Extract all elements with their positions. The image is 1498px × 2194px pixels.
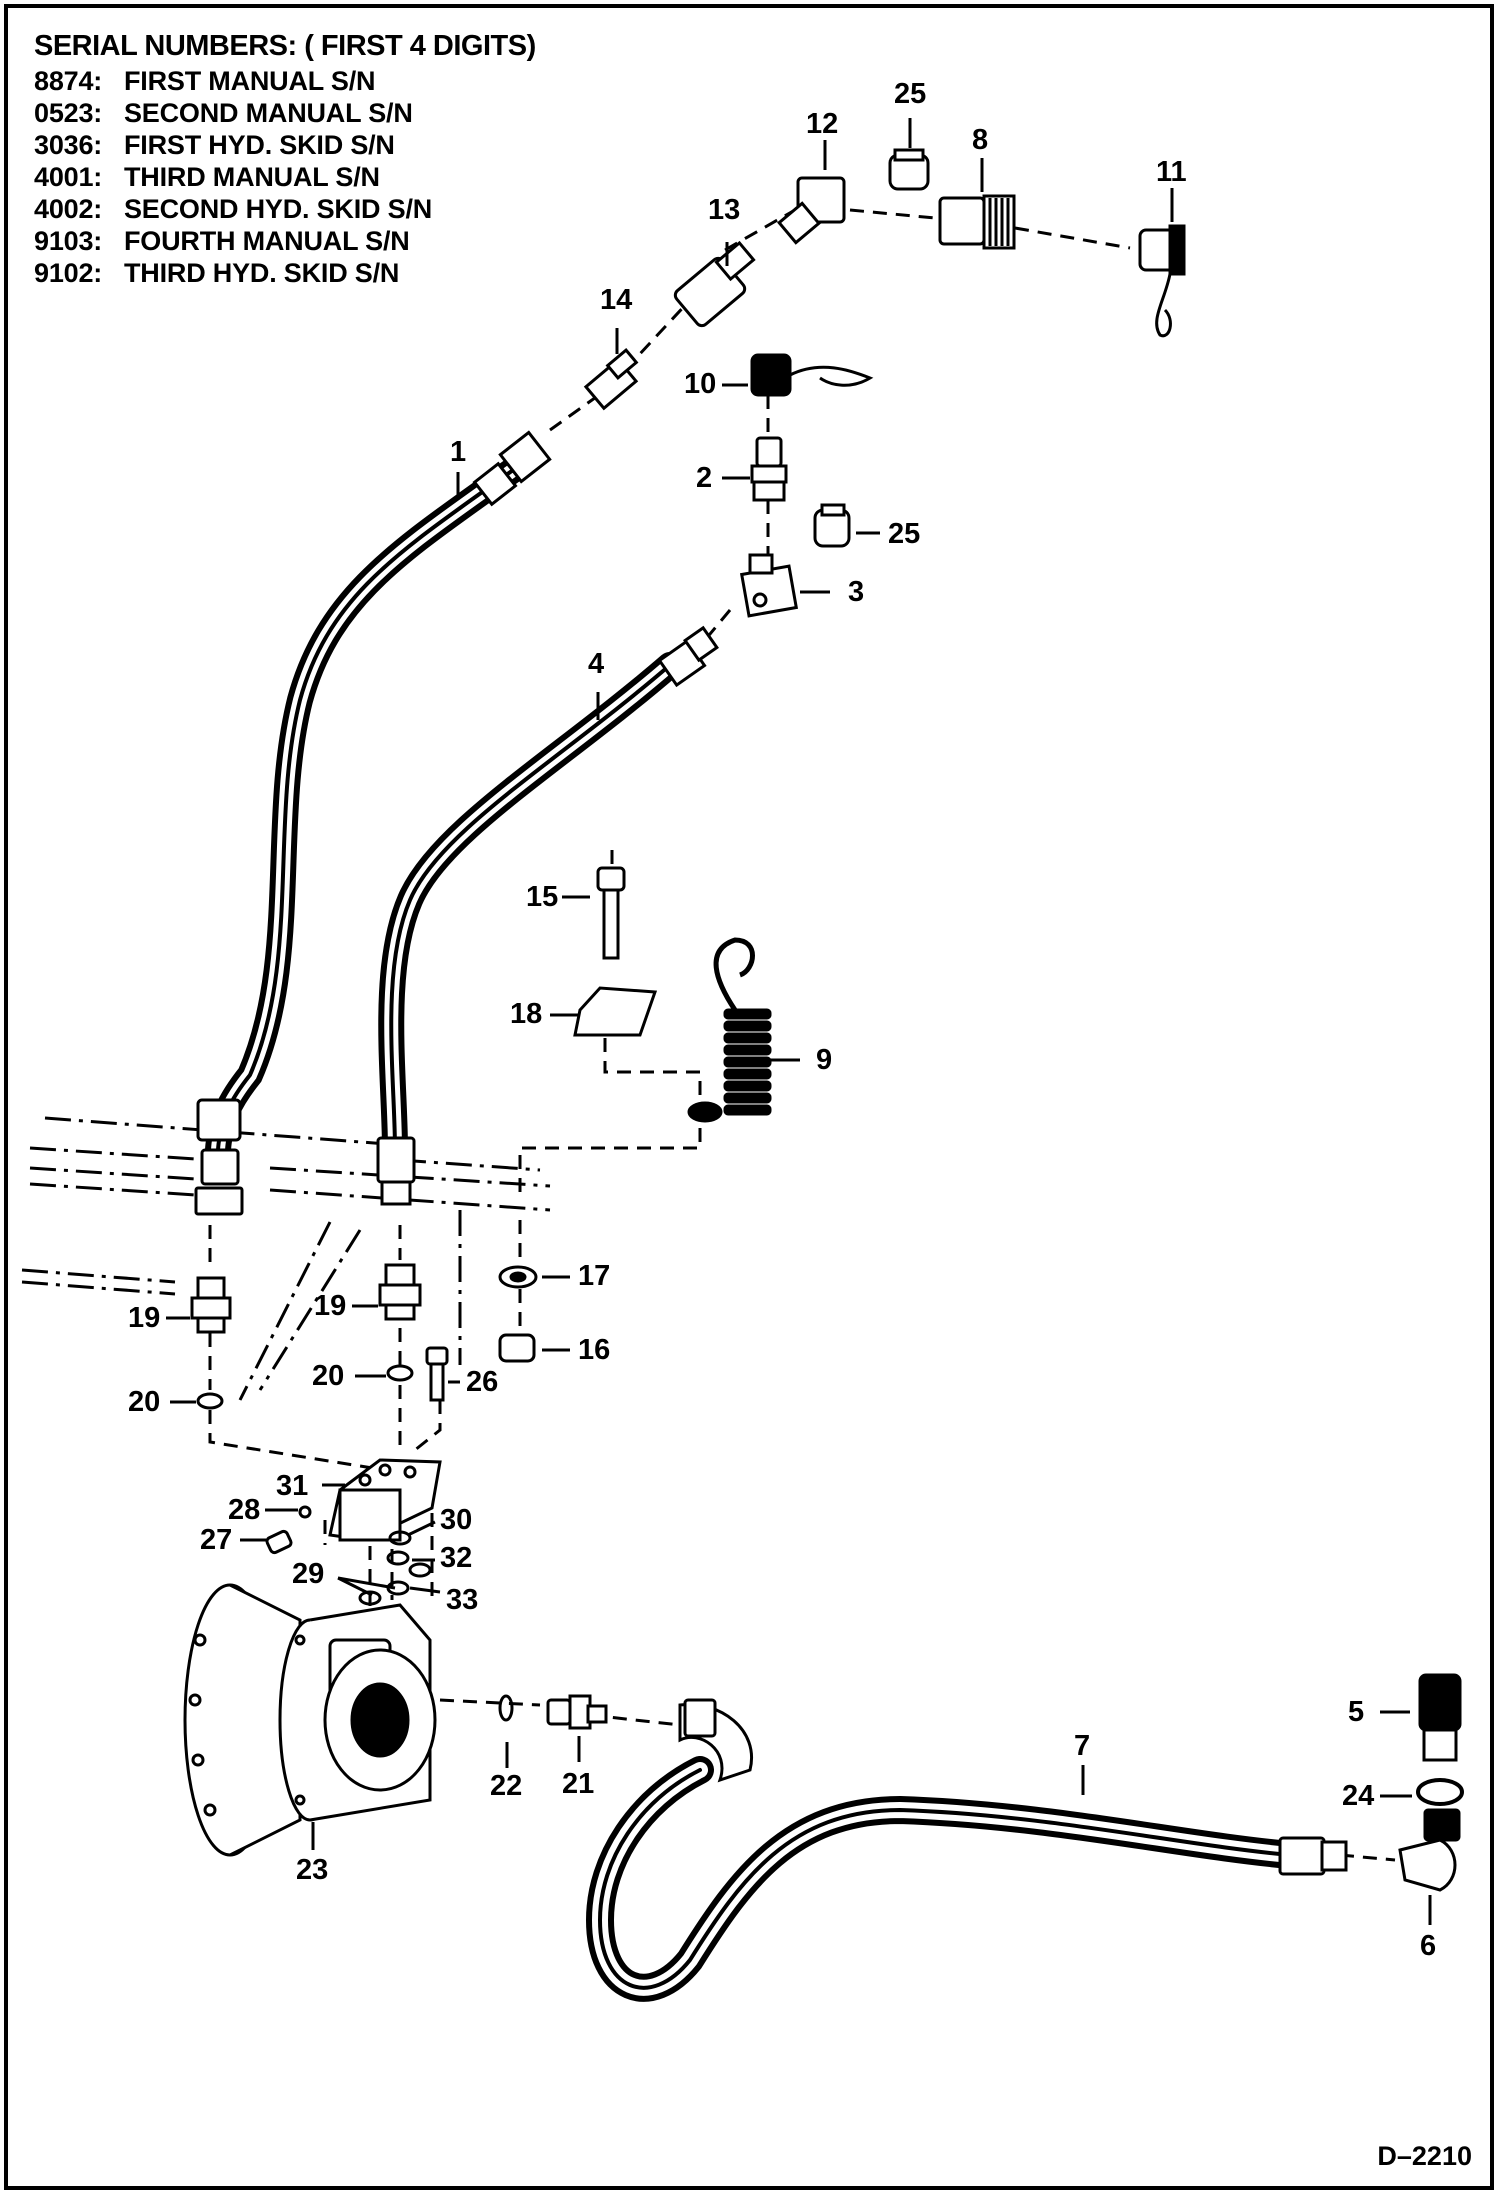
adapter-19-left — [190, 1276, 232, 1334]
cap-10 — [750, 353, 874, 397]
callout-5: 5 — [1348, 1696, 1365, 1728]
motor-23 — [183, 1583, 437, 1857]
cap-25-mid — [813, 503, 851, 548]
callout-32: 32 — [440, 1542, 473, 1574]
callout-20-left: 20 — [128, 1386, 161, 1418]
tee-3 — [739, 553, 799, 618]
drawing-id: D–2210 — [1377, 2141, 1472, 2171]
callout-16: 16 — [578, 1334, 611, 1366]
callout-15: 15 — [526, 881, 559, 913]
spring-9 — [687, 937, 772, 1123]
callout-3: 3 — [848, 576, 865, 608]
cap-11 — [1138, 224, 1186, 338]
callout-19-left: 19 — [128, 1302, 161, 1334]
legend-label: FIRST MANUAL S/N — [124, 66, 376, 96]
callout-1: 1 — [450, 436, 467, 468]
callout-30: 30 — [440, 1504, 473, 1536]
callout-31: 31 — [276, 1470, 309, 1502]
callout-6: 6 — [1420, 1930, 1437, 1962]
callout-27: 27 — [200, 1524, 233, 1556]
legend-title: SERIAL NUMBERS: ( FIRST 4 DIGITS) — [34, 30, 536, 62]
legend-row: 4001: THIRD MANUAL S/N — [34, 161, 536, 193]
callout-25-top: 25 — [894, 78, 927, 110]
callout-14: 14 — [600, 284, 633, 316]
hose-1-fittings — [194, 430, 552, 1216]
oring-24 — [1416, 1778, 1464, 1806]
callout-19-right: 19 — [314, 1290, 347, 1322]
callout-22: 22 — [490, 1770, 523, 1802]
legend-row: 4002: SECOND HYD. SKID S/N — [34, 193, 536, 225]
legend-code: 9103: — [34, 226, 103, 256]
adapter-19-right — [378, 1263, 422, 1321]
legend-label: SECOND MANUAL S/N — [124, 98, 413, 128]
legend-row: 8874: FIRST MANUAL S/N — [34, 65, 536, 97]
callout-2: 2 — [696, 462, 713, 494]
legend-label: THIRD HYD. SKID S/N — [124, 258, 400, 288]
serial-number-legend: SERIAL NUMBERS: ( FIRST 4 DIGITS) 8874: F… — [34, 30, 536, 289]
callout-25-mid: 25 — [888, 518, 921, 550]
legend-row: 3036: FIRST HYD. SKID S/N — [34, 129, 536, 161]
oring-22 — [498, 1694, 514, 1722]
page-border — [4, 4, 1494, 2190]
coupler-5 — [1418, 1673, 1462, 1762]
coupler-8 — [938, 194, 1016, 250]
legend-label: FOURTH MANUAL S/N — [124, 226, 410, 256]
callout-21: 21 — [562, 1768, 595, 1800]
nut-16 — [498, 1333, 536, 1363]
callout-20-right: 20 — [312, 1360, 345, 1392]
callout-24: 24 — [1342, 1780, 1375, 1812]
hose-4-fittings — [376, 625, 719, 1206]
washer-17 — [498, 1265, 538, 1289]
callout-26: 26 — [466, 1366, 499, 1398]
leader-lines — [166, 118, 1432, 1925]
callout-4: 4 — [588, 648, 605, 680]
hose-7 — [585, 1756, 1304, 2002]
callout-23: 23 — [296, 1854, 329, 1886]
hose-1 — [205, 452, 533, 1163]
frame-rails — [21, 1116, 551, 1401]
screw-27-28 — [265, 1505, 312, 1555]
oring-20 — [196, 1364, 414, 1410]
legend-code: 3036: — [34, 130, 103, 160]
legend-code: 9102: — [34, 258, 103, 288]
hose-4 — [378, 652, 683, 1163]
cap-25-top — [888, 148, 930, 191]
hose-7-fittings — [678, 1698, 1348, 1876]
clip-18 — [573, 986, 658, 1037]
callout-33: 33 — [446, 1584, 479, 1616]
callout-8: 8 — [972, 124, 989, 156]
callout-11: 11 — [1156, 156, 1187, 188]
legend-code: 0523: — [34, 98, 103, 128]
legend-row: 9102: THIRD HYD. SKID S/N — [34, 257, 536, 289]
callout-12: 12 — [806, 108, 839, 140]
legend-code: 4001: — [34, 162, 103, 192]
callout-18: 18 — [510, 998, 543, 1030]
legend-row: 9103: FOURTH MANUAL S/N — [34, 225, 536, 257]
bolt-15 — [596, 866, 626, 960]
legend-label: SECOND HYD. SKID S/N — [124, 194, 433, 224]
fitting-13 — [673, 240, 756, 328]
callout-7: 7 — [1074, 1730, 1091, 1762]
fitting-12 — [777, 176, 846, 245]
adapter-21 — [546, 1694, 608, 1730]
callout-17: 17 — [578, 1260, 611, 1292]
callout-28: 28 — [228, 1494, 261, 1526]
legend-code: 4002: — [34, 194, 103, 224]
callout-10: 10 — [684, 368, 717, 400]
callout-29: 29 — [292, 1558, 325, 1590]
legend-label: THIRD MANUAL S/N — [124, 162, 380, 192]
legend-code: 8874: — [34, 66, 103, 96]
callout-13: 13 — [708, 194, 741, 226]
elbow-6 — [1398, 1808, 1461, 1892]
callout-9: 9 — [816, 1044, 833, 1076]
manifold-block — [328, 1458, 442, 1542]
legend-label: FIRST HYD. SKID S/N — [124, 130, 395, 160]
coupler-2 — [750, 436, 788, 502]
fitting-14 — [583, 348, 639, 411]
bolt-26 — [425, 1346, 449, 1402]
legend-row: 0523: SECOND MANUAL S/N — [34, 97, 536, 129]
